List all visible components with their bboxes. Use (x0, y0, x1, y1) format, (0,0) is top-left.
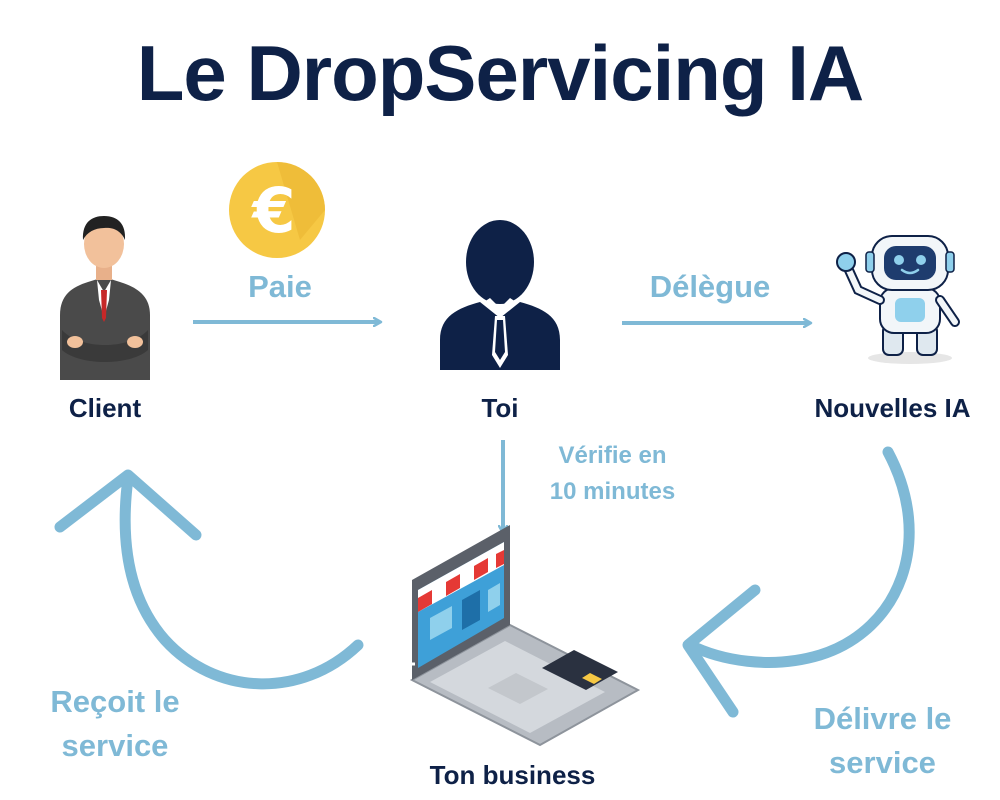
page-title: Le DropServicing IA (136, 29, 865, 117)
edge-label-delivre-line1: Délivre le (813, 701, 952, 736)
edge-label-verifie-line1: Vérifie en (558, 442, 667, 469)
robot-icon (836, 235, 960, 364)
laptop-shop-icon (405, 525, 641, 747)
node-label-client: Client (68, 393, 142, 423)
euro-coin-icon: € (229, 162, 325, 258)
edge-label-delivre-line2: service (829, 745, 936, 780)
edge-label-verifie-line2: 10 minutes (549, 478, 676, 505)
edge-label-recoit-line1: Reçoit le (50, 684, 180, 719)
person-silhouette-icon (440, 220, 560, 370)
businessman-icon (60, 216, 150, 380)
node-label-business: Ton business (429, 760, 596, 790)
edge-label-verifie: Vérifie en 10 minutes (530, 438, 695, 510)
arrow-delivre (682, 446, 915, 718)
node-label-ia: Nouvelles IA (814, 393, 971, 423)
node-label-toi: Toi (481, 393, 519, 423)
edge-label-paie: Paie (248, 269, 312, 304)
edge-label-recoit: Reçoit le service (20, 680, 210, 768)
edge-label-delivre: Délivre le service (785, 697, 980, 785)
edge-label-delegue: Délègue (649, 269, 771, 304)
edge-label-recoit-line2: service (61, 728, 169, 763)
arrow-recoit (54, 469, 364, 690)
svg-text:€: € (250, 174, 295, 247)
